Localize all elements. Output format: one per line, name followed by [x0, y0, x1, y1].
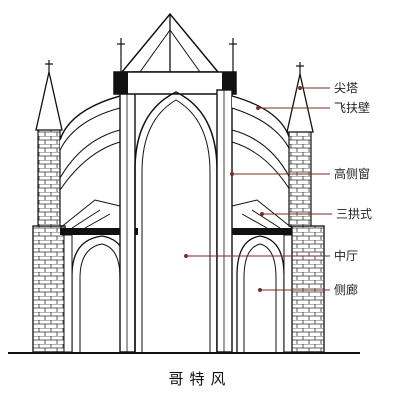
left-flying-buttress-lower — [59, 129, 121, 179]
label-flying-buttress: 飞扶壁 — [334, 101, 371, 115]
right-triforium — [231, 199, 293, 229]
left-triforium — [59, 199, 121, 229]
right-aisle-arch — [236, 235, 285, 352]
left-nave-pier — [119, 89, 136, 353]
nave-vault — [134, 91, 218, 352]
label-nave: 中厅 — [334, 249, 359, 263]
label-triforium: 三拱式 — [336, 207, 373, 221]
right-flying-buttress-upper — [231, 95, 291, 141]
right-pinnacle-spire — [286, 73, 314, 133]
right-pinnacle-shaft — [288, 129, 312, 227]
left-pinnacle-spire — [35, 71, 63, 131]
label-spire: 尖塔 — [334, 81, 359, 95]
right-nave-pier — [216, 89, 233, 353]
right-buttress-wall — [291, 225, 325, 353]
left-pinnacle-shaft — [37, 127, 61, 227]
leader-lines — [184, 86, 332, 292]
right-flying-buttress-lower — [231, 129, 291, 179]
label-aisle: 侧廊 — [334, 283, 359, 297]
left-buttress-wall — [32, 225, 66, 353]
diagram-caption: 哥特风 — [168, 370, 232, 388]
left-gallery-beam — [60, 228, 138, 235]
label-clerestory: 高侧窗 — [334, 167, 371, 181]
right-gallery-beam — [232, 228, 292, 235]
